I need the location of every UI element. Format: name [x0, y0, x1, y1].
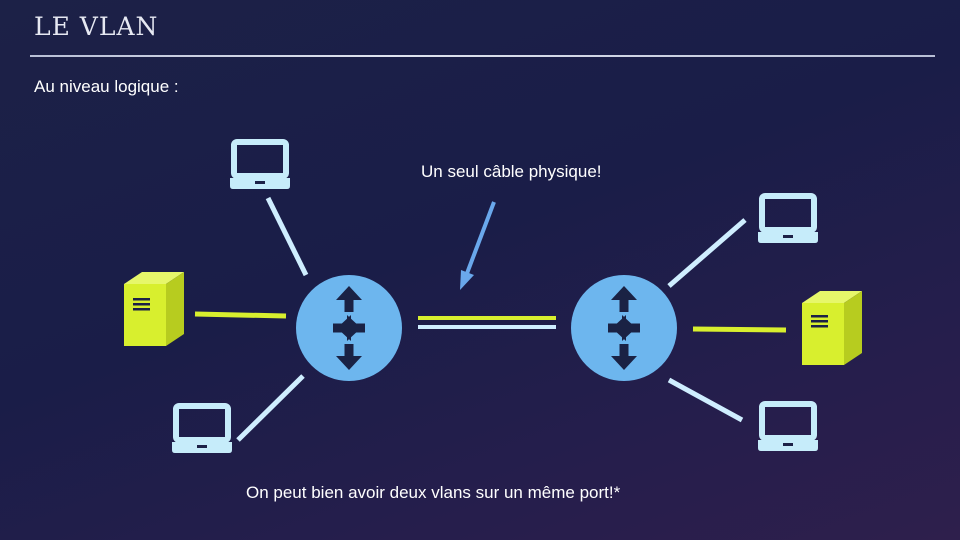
router-icon: [571, 275, 677, 381]
link-server-left: [194, 311, 287, 319]
port-annotation: On peut bien avoir deux vlans sur un mêm…: [246, 483, 621, 502]
links: [194, 196, 787, 442]
router-icon: [296, 275, 402, 381]
laptop-icon: [758, 193, 818, 243]
laptop-icon: [172, 403, 232, 453]
link-server-right: [692, 326, 787, 333]
server-icon: [124, 272, 184, 346]
link-laptop-bottom-right: [667, 377, 744, 423]
cable-annotation: Un seul câble physique!: [421, 162, 602, 181]
link-laptop-bottom-left: [236, 374, 305, 442]
slide-subtitle: Au niveau logique :: [34, 77, 179, 96]
server-icon: [802, 291, 862, 365]
laptop-icon: [758, 401, 818, 451]
laptop-icon: [230, 139, 290, 189]
link-laptop-top-right: [667, 218, 747, 288]
title-divider: [30, 55, 935, 57]
slide-title: LE VLAN: [34, 12, 159, 41]
pointer-arrow: [460, 201, 496, 290]
link-laptop-top-left: [265, 196, 309, 277]
